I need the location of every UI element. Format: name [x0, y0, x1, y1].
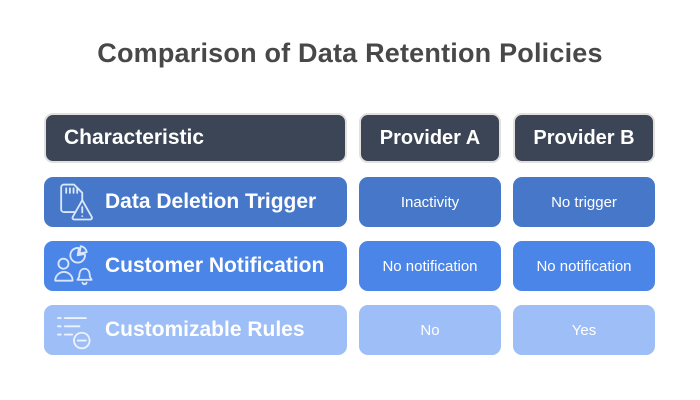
row2-provider-b-cell: No notification [513, 241, 655, 291]
header-provider-a: Provider A [359, 113, 501, 163]
row1-provider-b-cell: No trigger [513, 177, 655, 227]
row2-provider-b-value: No notification [536, 257, 632, 275]
header-characteristic-label: Characteristic [64, 126, 205, 149]
row3-provider-a-value: No [420, 321, 440, 339]
row2-characteristic: Customer Notification [44, 241, 347, 291]
row2-provider-a-cell: No notification [359, 241, 501, 291]
list-minus-icon [52, 308, 96, 352]
row3-characteristic-label: Customizable Rules [105, 318, 305, 341]
row3-provider-b-value: Yes [571, 321, 597, 339]
row1-provider-a-value: Inactivity [400, 193, 460, 211]
header-provider-b: Provider B [513, 113, 655, 163]
sd-card-warning-icon [52, 180, 96, 224]
header-characteristic: Characteristic [44, 113, 347, 163]
page-title: Comparison of Data Retention Policies [97, 38, 603, 68]
row3-provider-a-cell: No [359, 305, 501, 355]
row1-provider-a-cell: Inactivity [359, 177, 501, 227]
row1-characteristic: Data Deletion Trigger [44, 177, 347, 227]
header-provider-b-label: Provider B [533, 126, 635, 149]
header-provider-a-label: Provider A [379, 126, 481, 149]
row3-characteristic: Customizable Rules [44, 305, 347, 355]
user-pie-bell-icon [52, 244, 96, 288]
row1-provider-b-value: No trigger [551, 193, 617, 211]
row2-provider-a-value: No notification [382, 257, 478, 275]
row3-provider-b-cell: Yes [513, 305, 655, 355]
row2-characteristic-label: Customer Notification [105, 254, 325, 277]
row1-characteristic-label: Data Deletion Trigger [105, 190, 317, 213]
comparison-table: Characteristic Provider A Provider B Dat… [44, 113, 655, 355]
